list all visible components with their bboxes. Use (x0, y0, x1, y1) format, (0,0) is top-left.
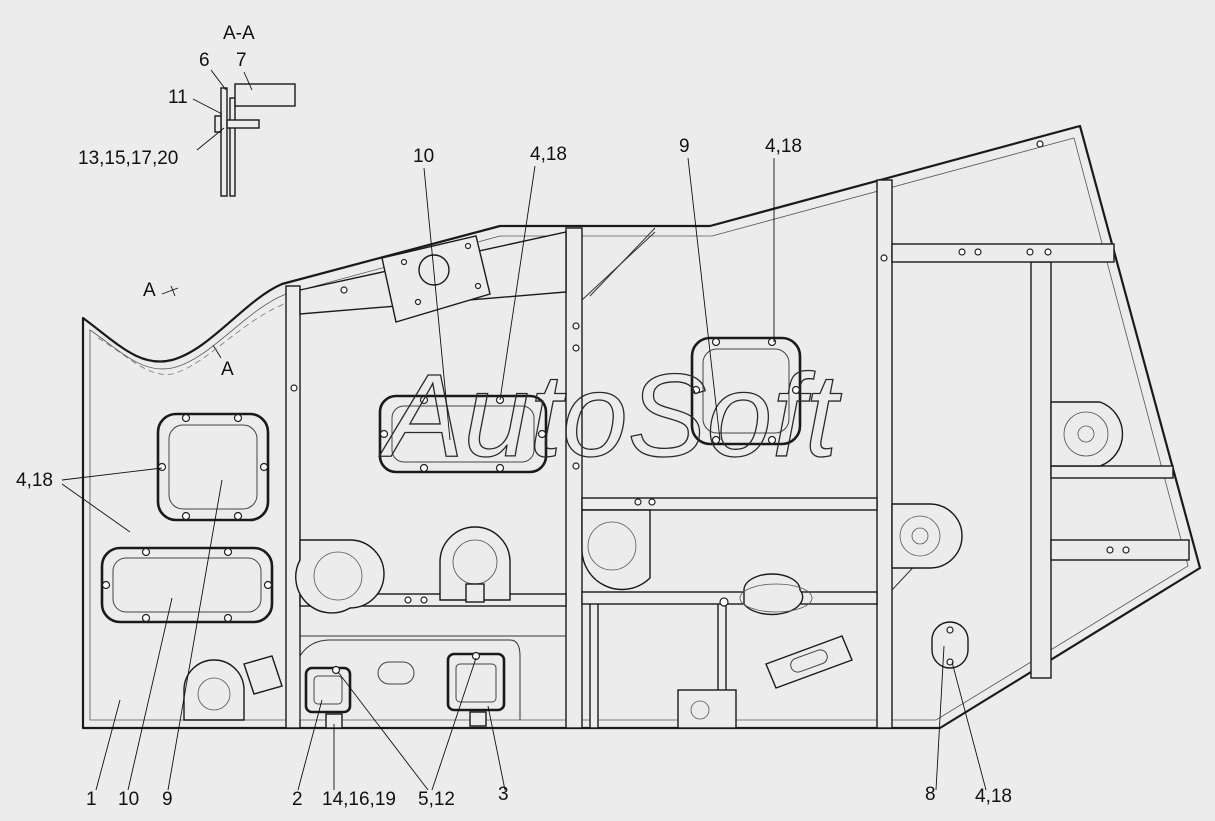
section-insulation (234, 83, 296, 107)
label-top-4-18-b: 4,18 (765, 136, 802, 157)
window-top-right (690, 336, 802, 446)
section-detail: А-А 6 7 11 13,15,17,20 (78, 23, 296, 197)
section-marker: А А (143, 280, 234, 380)
section-nut (214, 115, 222, 133)
top-bracket (381, 235, 491, 323)
section-bolt (226, 119, 260, 129)
label-top-4-18-a: 4,18 (530, 144, 567, 165)
part-labels: 10 4,18 9 4,18 4,18 1 10 9 2 14,16,19 5,… (16, 136, 1012, 810)
label-bottom-8: 8 (925, 784, 936, 805)
section-marker-top: А (143, 280, 156, 301)
label-bottom-2: 2 (292, 789, 303, 810)
misc-plates (243, 573, 969, 695)
label-top-9: 9 (679, 136, 690, 157)
window-left-lower (100, 546, 274, 624)
frame-bolts (290, 140, 1130, 607)
label-bottom-14-16-19: 14,16,19 (322, 789, 396, 810)
label-bottom-5-12: 5,12 (418, 789, 455, 810)
watermark-text: AutoSoft (379, 350, 842, 482)
section-marker-bottom: А (221, 359, 234, 380)
window-bolts (101, 337, 801, 623)
section-title: А-А (223, 23, 255, 44)
window-left-upper (156, 412, 270, 522)
label-bottom-4-18: 4,18 (975, 786, 1012, 807)
label-bottom-9: 9 (162, 789, 173, 810)
label-bottom-1: 1 (86, 789, 97, 810)
part-label-13-15-17-20: 13,15,17,20 (78, 148, 178, 169)
label-bottom-3: 3 (498, 784, 509, 805)
leader-lines (61, 157, 987, 791)
mount-brackets (183, 401, 1124, 729)
vertical-frames (285, 179, 1052, 729)
part-label-11: 11 (168, 87, 188, 108)
section-panel (229, 97, 236, 197)
label-top-10: 10 (413, 146, 434, 167)
part-label-7: 7 (236, 50, 247, 71)
label-bottom-10: 10 (118, 789, 139, 810)
lower-hatches (299, 639, 521, 729)
label-left-4-18: 4,18 (16, 470, 53, 491)
part-label-6: 6 (199, 50, 210, 71)
section-wall (220, 87, 228, 197)
panel-outline (81, 124, 1202, 730)
